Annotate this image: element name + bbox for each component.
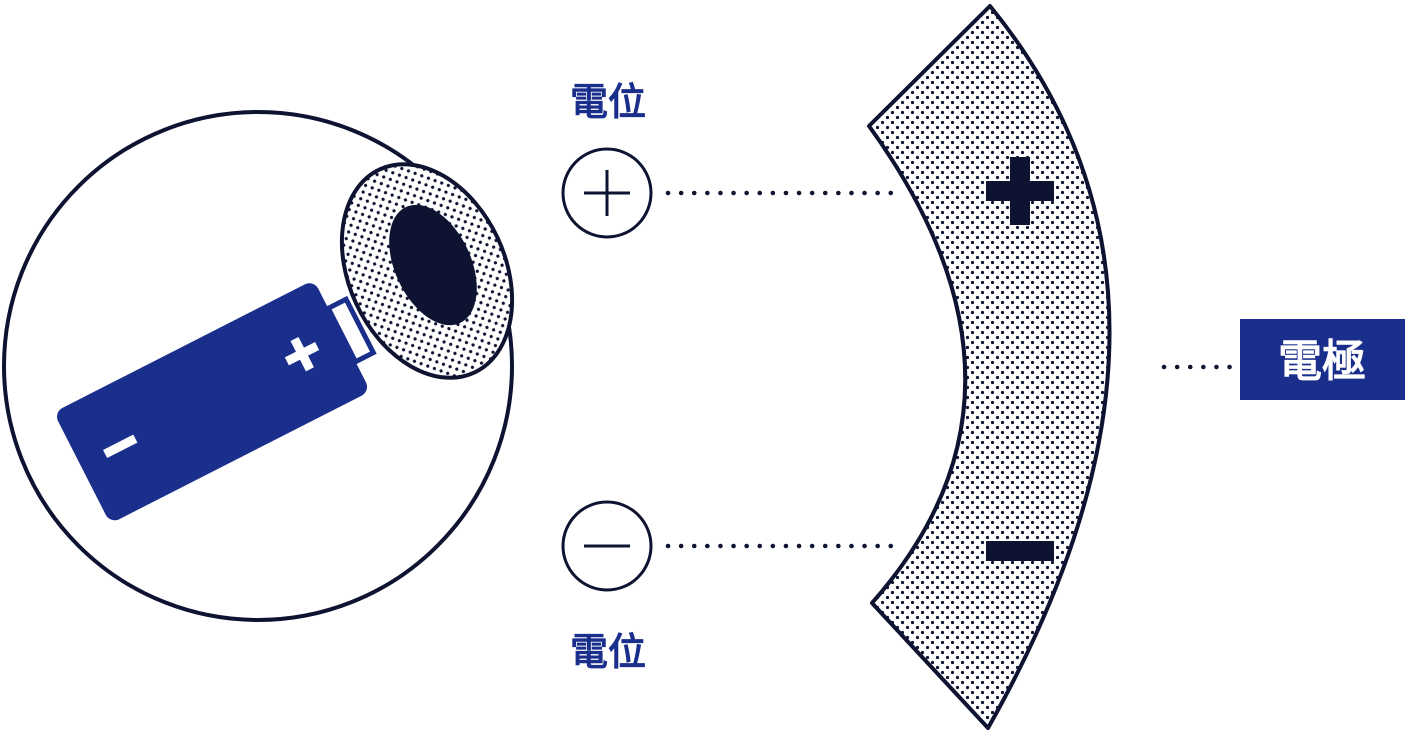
positive-potential bbox=[561, 147, 653, 239]
battery-icon bbox=[57, 283, 377, 521]
electrode-minus-icon bbox=[986, 541, 1054, 561]
battery-minus-sign bbox=[103, 434, 138, 459]
electrode-label-background bbox=[1240, 319, 1405, 400]
eyeball bbox=[2, 110, 515, 622]
pupil bbox=[389, 204, 477, 326]
potential-label-top: 電位 bbox=[570, 80, 646, 124]
battery-body bbox=[57, 283, 368, 521]
negative-potential bbox=[561, 500, 653, 592]
electrode-label-box: 電極 bbox=[1240, 319, 1405, 400]
electrode-band bbox=[867, 4, 1112, 730]
electrode bbox=[867, 4, 1112, 730]
battery-plus-sign-v bbox=[290, 336, 314, 372]
potential-label-bottom: 電位 bbox=[570, 630, 646, 674]
electrode-label: 電極 bbox=[1278, 336, 1366, 387]
battery-terminal bbox=[324, 295, 377, 366]
electrode-plus-icon-v bbox=[1010, 157, 1030, 225]
